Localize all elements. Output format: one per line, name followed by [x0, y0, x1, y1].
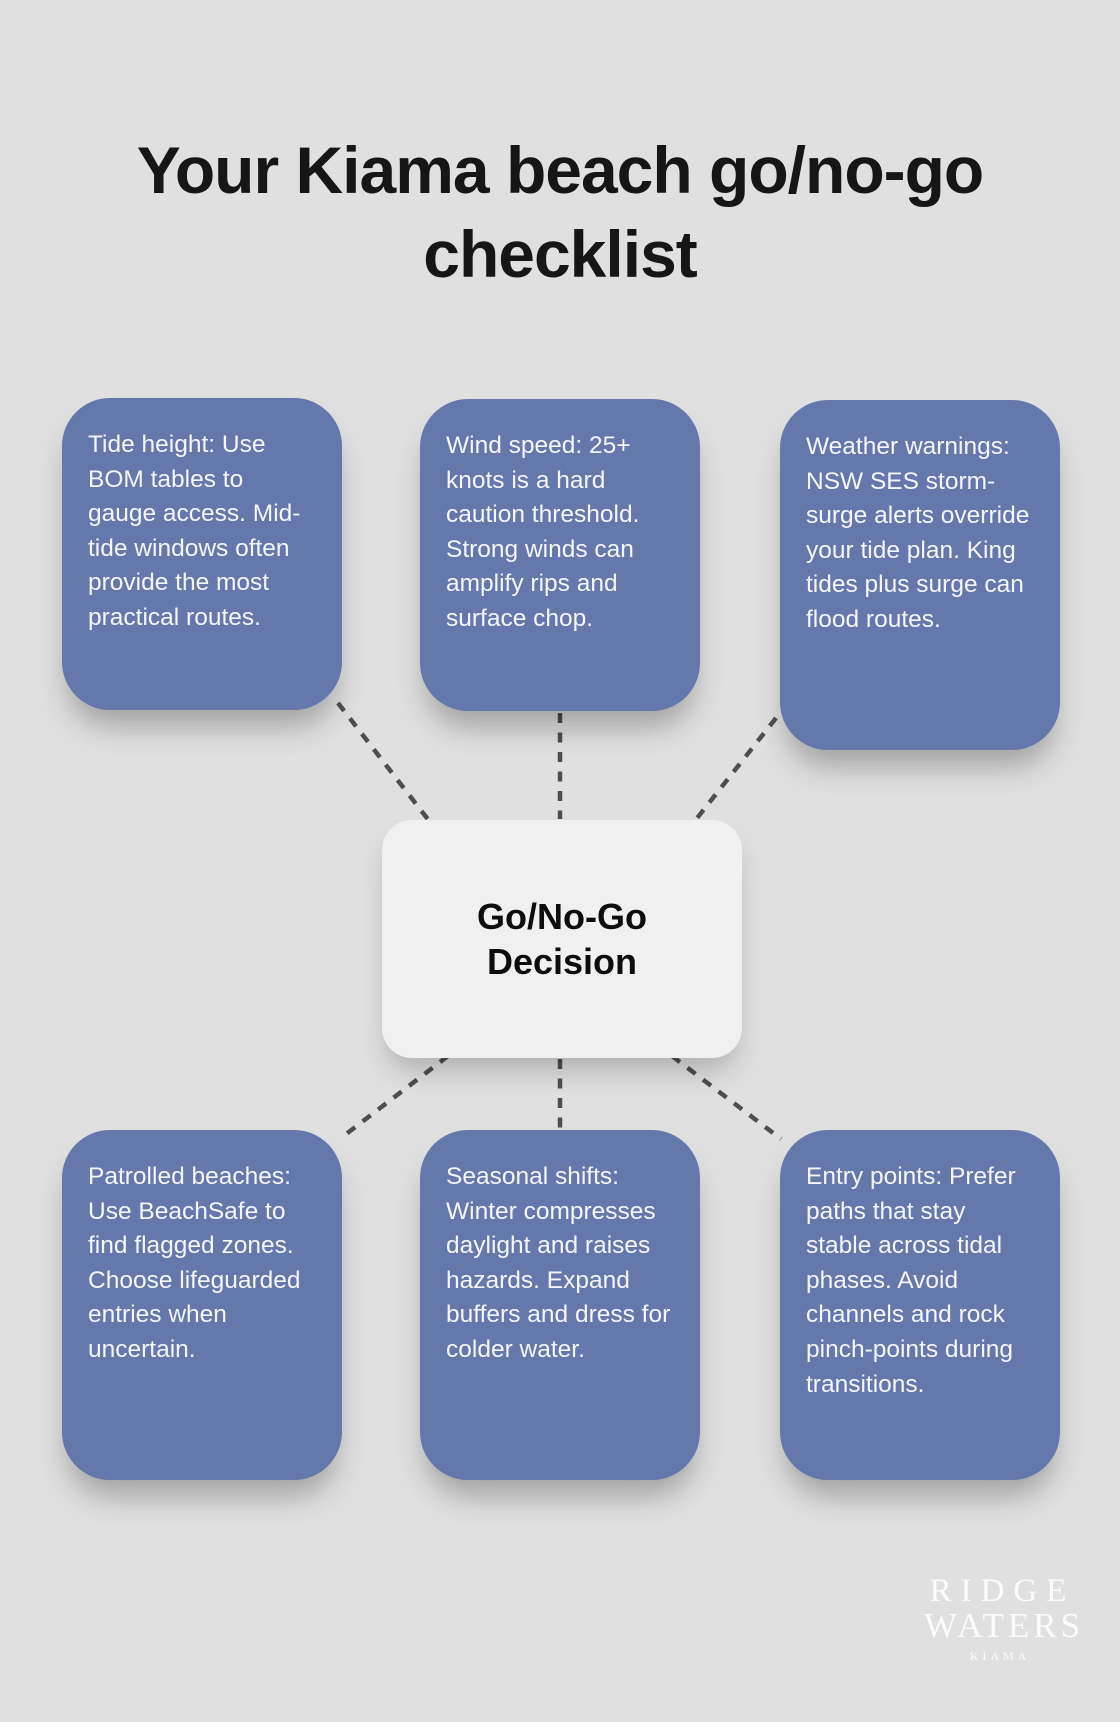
- page-title: Your Kiama beach go/no-go checklist: [0, 128, 1120, 296]
- brand-logo-line2: WATERS: [924, 1606, 1085, 1645]
- node-seasonal-shifts: Seasonal shifts: Winter compresses dayli…: [420, 1130, 700, 1480]
- node-tide-height: Tide height: Use BOM tables to gauge acc…: [62, 398, 342, 710]
- node-weather-warnings: Weather warnings: NSW SES storm-surge al…: [780, 400, 1060, 750]
- brand-logo-line3: KIAMA: [969, 1649, 1031, 1663]
- center-decision-line1: Go/No-Go: [477, 896, 647, 937]
- connector-line: [339, 1054, 450, 1140]
- center-decision-line2: Decision: [486, 941, 638, 982]
- node-patrolled-beaches-text: Patrolled beaches: Use BeachSafe to find…: [88, 1163, 301, 1363]
- page-title-line2: checklist: [423, 217, 697, 292]
- node-seasonal-shifts-text: Seasonal shifts: Winter compresses dayli…: [446, 1163, 671, 1363]
- node-wind-speed: Wind speed: 25+ knots is a hard caution …: [420, 399, 700, 711]
- center-decision-node: Go/No-Go Decision: [382, 820, 742, 1058]
- connector-line: [670, 1054, 783, 1141]
- brand-logo: RIDGE WATERS KIAMA: [920, 1573, 1085, 1663]
- node-tide-height-text: Tide height: Use BOM tables to gauge acc…: [88, 431, 301, 631]
- node-entry-points: Entry points: Prefer paths that stay sta…: [780, 1130, 1060, 1480]
- brand-logo-line1: RIDGE: [929, 1573, 1076, 1609]
- page-title-line1: Your Kiama beach go/no-go: [136, 133, 985, 208]
- node-patrolled-beaches: Patrolled beaches: Use BeachSafe to find…: [62, 1130, 342, 1480]
- node-wind-speed-text: Wind speed: 25+ knots is a hard caution …: [446, 432, 640, 632]
- node-weather-warnings-text: Weather warnings: NSW SES storm-surge al…: [806, 433, 1030, 633]
- connector-line: [336, 701, 432, 824]
- node-entry-points-text: Entry points: Prefer paths that stay sta…: [806, 1163, 1016, 1398]
- connector-line: [692, 716, 778, 824]
